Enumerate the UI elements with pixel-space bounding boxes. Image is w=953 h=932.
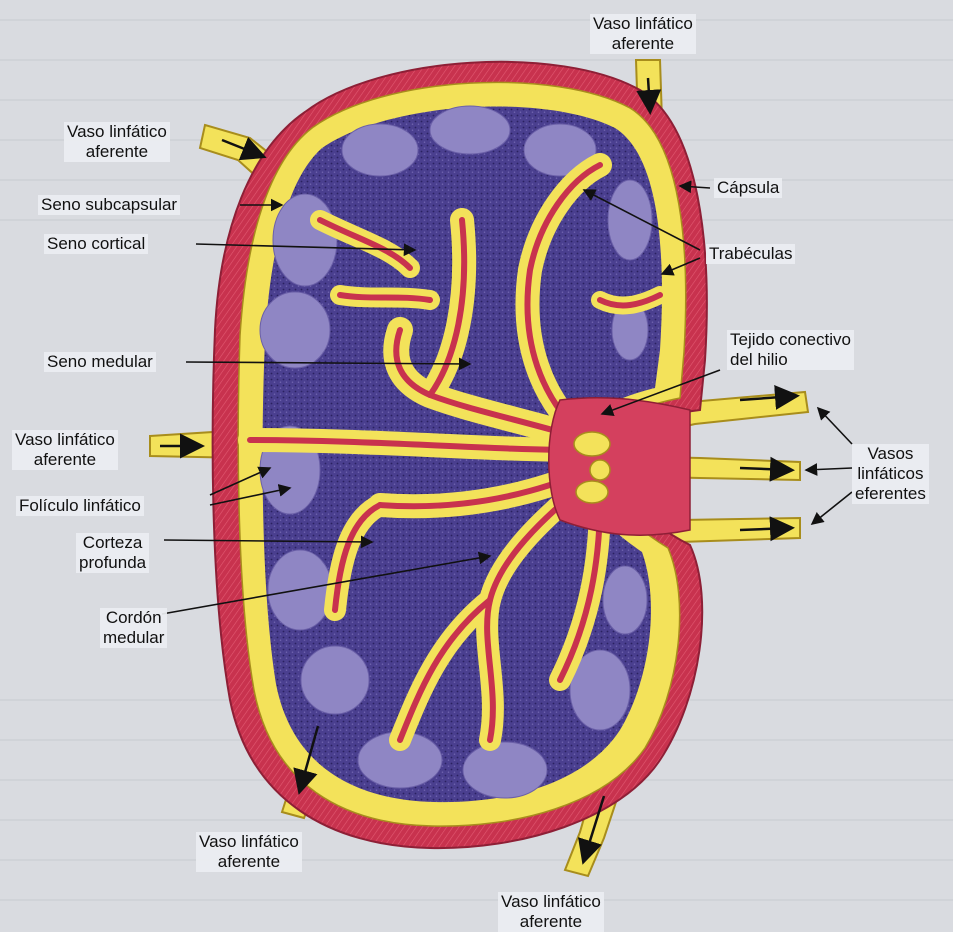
follicle <box>608 180 652 260</box>
follicle <box>603 566 647 634</box>
follicle <box>260 292 330 368</box>
label-medullary-sinus: Seno medular <box>44 352 156 372</box>
label-cortical-sinus: Seno cortical <box>44 234 148 254</box>
label-capsule: Cápsula <box>714 178 782 198</box>
follicle <box>273 194 337 286</box>
follicle <box>342 124 418 176</box>
follicle <box>430 106 510 154</box>
follicle <box>301 646 369 714</box>
label-trabeculae: Trabéculas <box>706 244 795 264</box>
follicle <box>463 742 547 798</box>
label-subcapsular-sinus: Seno subcapsular <box>38 195 180 215</box>
hilum-connective-tissue <box>549 398 690 536</box>
label-lymph-follicle: Folículo linfático <box>16 496 144 516</box>
